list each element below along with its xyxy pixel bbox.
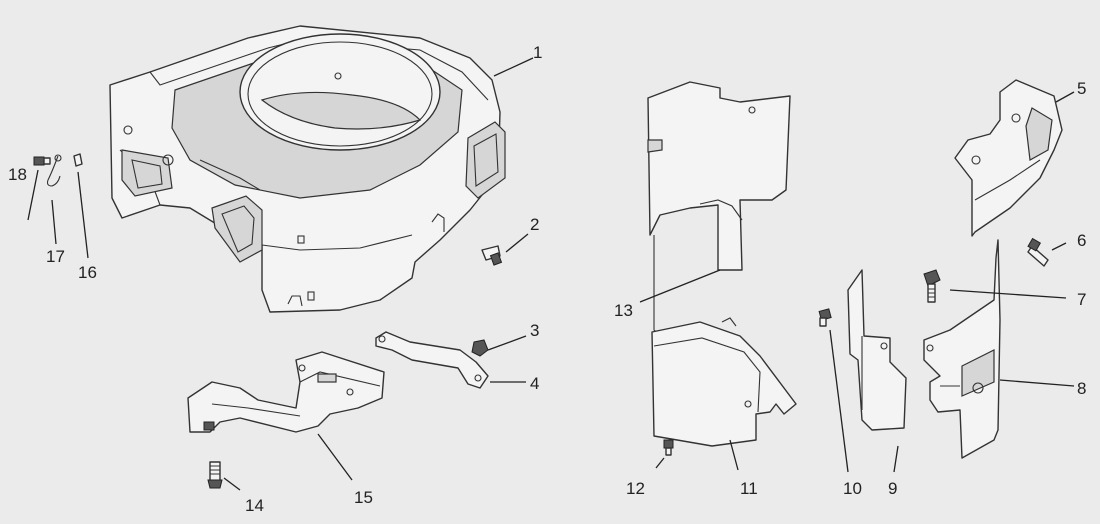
callout-4: 4 (530, 374, 539, 393)
screw-part-2 (481, 245, 503, 266)
callout-8: 8 (1077, 379, 1086, 398)
shield-part-11 (651, 317, 797, 447)
callout-12: 12 (626, 479, 645, 498)
callout-15: 15 (354, 488, 373, 507)
leader-lines (27, 57, 1075, 491)
callout-labels: 1 2 3 4 5 6 7 8 9 10 11 12 13 14 15 16 1… (8, 43, 1086, 515)
callout-16: 16 (78, 263, 97, 282)
baffle-part-15 (187, 351, 385, 433)
callout-17: 17 (46, 247, 65, 266)
screw-part-18 (33, 156, 51, 166)
screw-part-12 (663, 439, 674, 456)
bolt-part-7 (923, 269, 941, 303)
callout-1: 1 (533, 43, 542, 62)
bracket-part-4 (375, 331, 489, 389)
screw-part-10 (818, 308, 832, 327)
shield-part-9 (847, 269, 907, 431)
callout-7: 7 (1077, 290, 1086, 309)
clip-part-17 (46, 154, 62, 187)
callout-18: 18 (8, 165, 27, 184)
callout-10: 10 (843, 479, 862, 498)
stud-part-14 (207, 461, 223, 489)
shield-part-13 (647, 81, 791, 336)
callout-13: 13 (614, 301, 633, 320)
callout-3: 3 (530, 321, 539, 340)
shield-part-8 (923, 239, 1001, 459)
callout-5: 5 (1077, 79, 1086, 98)
shield-part-5 (954, 79, 1063, 237)
callout-6: 6 (1077, 231, 1086, 250)
callout-14: 14 (245, 496, 264, 515)
grommet-part-16 (73, 153, 83, 167)
callout-9: 9 (888, 479, 897, 498)
blower-housing-part-1 (109, 25, 506, 313)
nut-part-3 (471, 339, 489, 357)
callout-11: 11 (740, 479, 758, 498)
screw-part-6 (1027, 237, 1049, 267)
callout-2: 2 (530, 215, 539, 234)
